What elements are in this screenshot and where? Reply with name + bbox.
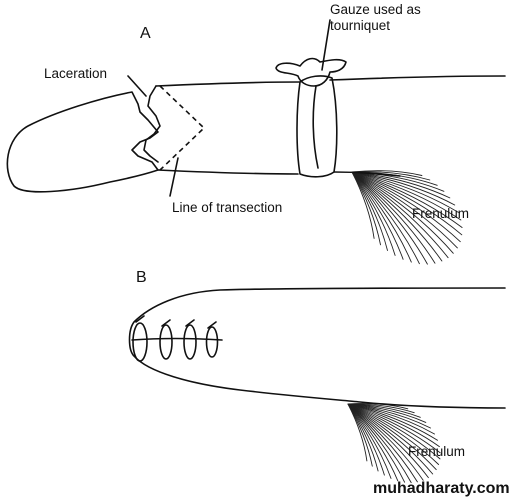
frenulum-stroke-b (347, 403, 418, 483)
panel-a: A Laceration Gauze used as tourniquet Li… (6, 2, 506, 265)
panel-a-label: A (140, 25, 151, 42)
gauze-label-line1: Gauze used as (330, 2, 421, 17)
frenulum-stroke-b (347, 403, 392, 479)
frenulum-stroke-b (347, 403, 431, 429)
frenulum-stroke-b (347, 403, 441, 460)
laceration-leader (127, 75, 147, 97)
transection-leader (169, 157, 179, 197)
laceration-edge (143, 85, 161, 163)
suture-1 (132, 322, 148, 362)
gauze-leader (321, 19, 331, 71)
frenulum-stroke-b (347, 403, 441, 454)
frenulum-stroke-b (347, 403, 399, 482)
frenulum-stroke-a (351, 171, 428, 265)
frenulum-stroke-a (351, 171, 454, 254)
frenulum-stroke-b (347, 403, 368, 462)
watermark: muhadharaty.com (373, 480, 510, 497)
frenulum-stroke-b (347, 403, 437, 471)
transection-line (159, 85, 206, 171)
frenulum-stroke-a (351, 171, 404, 260)
frenulum-stroke-a (351, 171, 458, 249)
frenulum-stroke-b (347, 403, 406, 483)
frenulum-stroke-a (351, 171, 412, 263)
frenulum-stroke-a (351, 171, 375, 239)
frenulum-stroke-b (347, 403, 435, 435)
frenulum-stroke-b (347, 403, 412, 484)
frenulum-stroke-b (347, 403, 440, 465)
suture-knots (135, 315, 217, 329)
suture-line (131, 337, 223, 341)
frenulum-stroke-b (347, 403, 429, 479)
panel-b-label: B (136, 269, 147, 286)
frenulum-stroke-a (351, 171, 443, 262)
frenulum-stroke-a (351, 171, 463, 228)
tourniquet-inner (312, 85, 319, 169)
tourniquet-knot (275, 57, 347, 87)
shaft-top-a (155, 75, 506, 87)
repaired-shaft (128, 287, 506, 409)
frenulum-stroke-b (347, 403, 438, 441)
frenulum-stroke-a (351, 171, 388, 251)
suture-2 (159, 324, 173, 360)
tourniquet-band (296, 75, 338, 178)
frenulum-label-b: Frenulum (408, 444, 465, 459)
laceration-label: Laceration (44, 66, 107, 81)
amputated-tip (6, 91, 159, 193)
suture-3 (183, 324, 197, 360)
transection-label: Line of transection (172, 200, 282, 215)
frenulum-stroke-a (351, 171, 461, 243)
frenulum-stroke-a (351, 171, 396, 256)
sutures (132, 315, 219, 362)
frenulum-stroke-b (347, 403, 440, 448)
frenulum-stroke-a (351, 171, 436, 264)
frenulum-fan-b (347, 402, 441, 484)
frenulum-stroke-b (347, 403, 434, 475)
frenulum-stroke-b (347, 403, 424, 481)
suture-4 (205, 326, 219, 358)
shaft-bottom-a (157, 169, 401, 177)
frenulum-stroke-a (351, 171, 463, 236)
frenulum-stroke-a (351, 171, 449, 259)
frenulum-label-a: Frenulum (412, 206, 469, 221)
frenulum-stroke-a (351, 171, 459, 213)
panel-b: B Frenulum (128, 269, 506, 484)
frenulum-stroke-a (351, 171, 456, 206)
frenulum-fan-a (351, 170, 463, 265)
frenulum-stroke-a (351, 171, 420, 265)
gauze-label-line2: tourniquet (330, 18, 390, 33)
frenulum-stroke-a (351, 171, 462, 221)
